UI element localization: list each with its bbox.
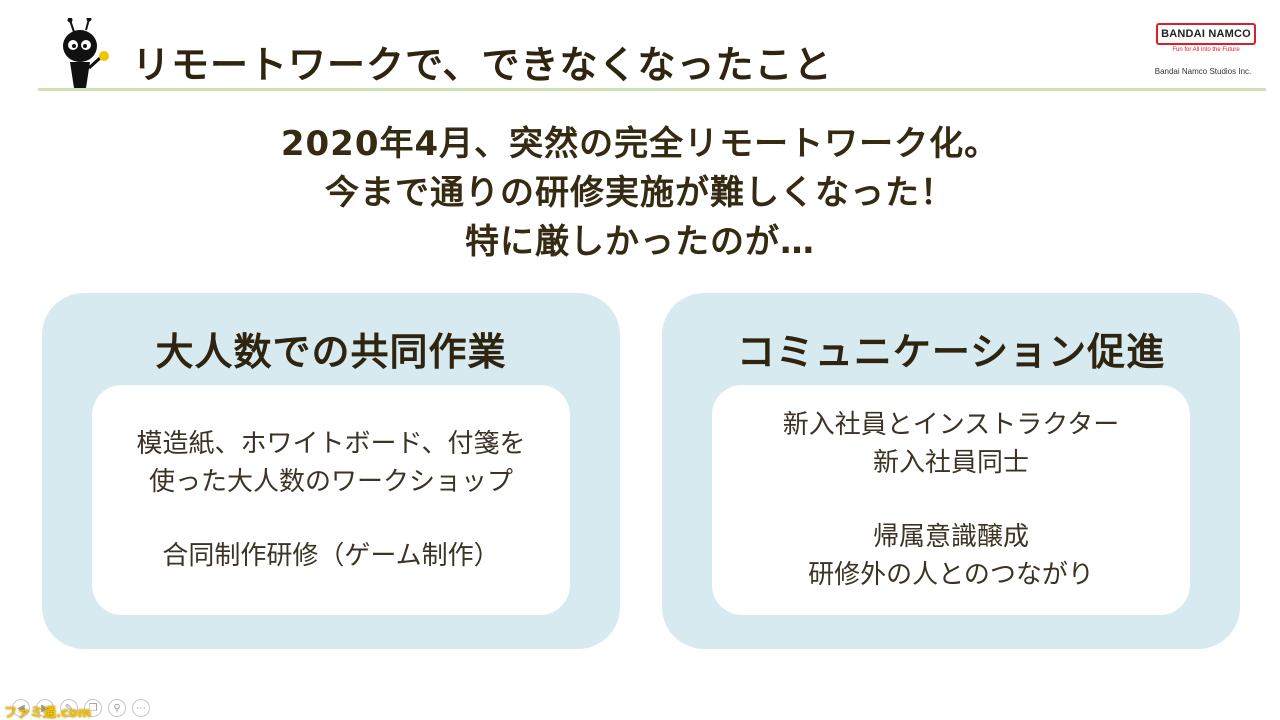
card-heading: 大人数での共同作業 [155, 330, 507, 374]
copy-icon[interactable]: ❐ [84, 699, 102, 717]
headline-line-3: 特に厳しかったのが… [465, 222, 815, 262]
card-line: 模造紙、ホワイトボード、付箋を [136, 429, 526, 459]
card-line: 新入社員同士 [872, 448, 1029, 478]
card-line: 研修外の人とのつながり [808, 560, 1094, 590]
next-icon[interactable]: ▶ [36, 699, 54, 717]
company-name: Bandai Namco Studios Inc. [1154, 67, 1252, 76]
watermark: ファミ通.com [4, 706, 92, 720]
card-body: 模造紙、ホワイトボード、付箋を 使った大人数のワークショップ 合同制作研修（ゲー… [92, 385, 570, 615]
card-line: 新入社員とインストラクター [782, 410, 1120, 440]
previous-icon[interactable]: ◀ [12, 699, 30, 717]
card-line: 使った大人数のワークショップ [148, 467, 513, 497]
zoom-icon[interactable]: ⚲ [108, 699, 126, 717]
presentation-toolbar: ◀ ▶ ✎ ❐ ⚲ ⋯ [12, 698, 150, 718]
slide-title: リモートワークで、できなくなったこと [132, 43, 833, 87]
headline-line-2: 今まで通りの研修実施が難しくなった！ [325, 173, 955, 213]
card-body: 新入社員とインストラクター 新入社員同士 帰属意識醸成 研修外の人とのつながり [712, 385, 1190, 615]
logo-tagline: Fun for All into the Future [1172, 47, 1240, 53]
card-line: 帰属意識醸成 [872, 522, 1029, 552]
header-divider [38, 88, 1266, 91]
pen-icon[interactable]: ✎ [60, 699, 78, 717]
bandai-namco-logo: BANDAI NAMCO [1156, 23, 1256, 45]
headline: 2020年4月、突然の完全リモートワーク化。 今まで通りの研修実施が難しくなった… [0, 120, 1280, 267]
card-communication: コミュニケーション促進 新入社員とインストラクター 新入社員同士 帰属意識醸成 … [662, 293, 1240, 649]
more-icon[interactable]: ⋯ [132, 699, 150, 717]
card-line: 合同制作研修（ゲーム制作） [162, 541, 500, 571]
card-group-work: 大人数での共同作業 模造紙、ホワイトボード、付箋を 使った大人数のワークショップ… [42, 293, 620, 649]
card-heading: コミュニケーション促進 [736, 330, 1166, 374]
mascot-character-icon [63, 18, 109, 88]
headline-line-1: 2020年4月、突然の完全リモートワーク化。 [280, 124, 1000, 164]
